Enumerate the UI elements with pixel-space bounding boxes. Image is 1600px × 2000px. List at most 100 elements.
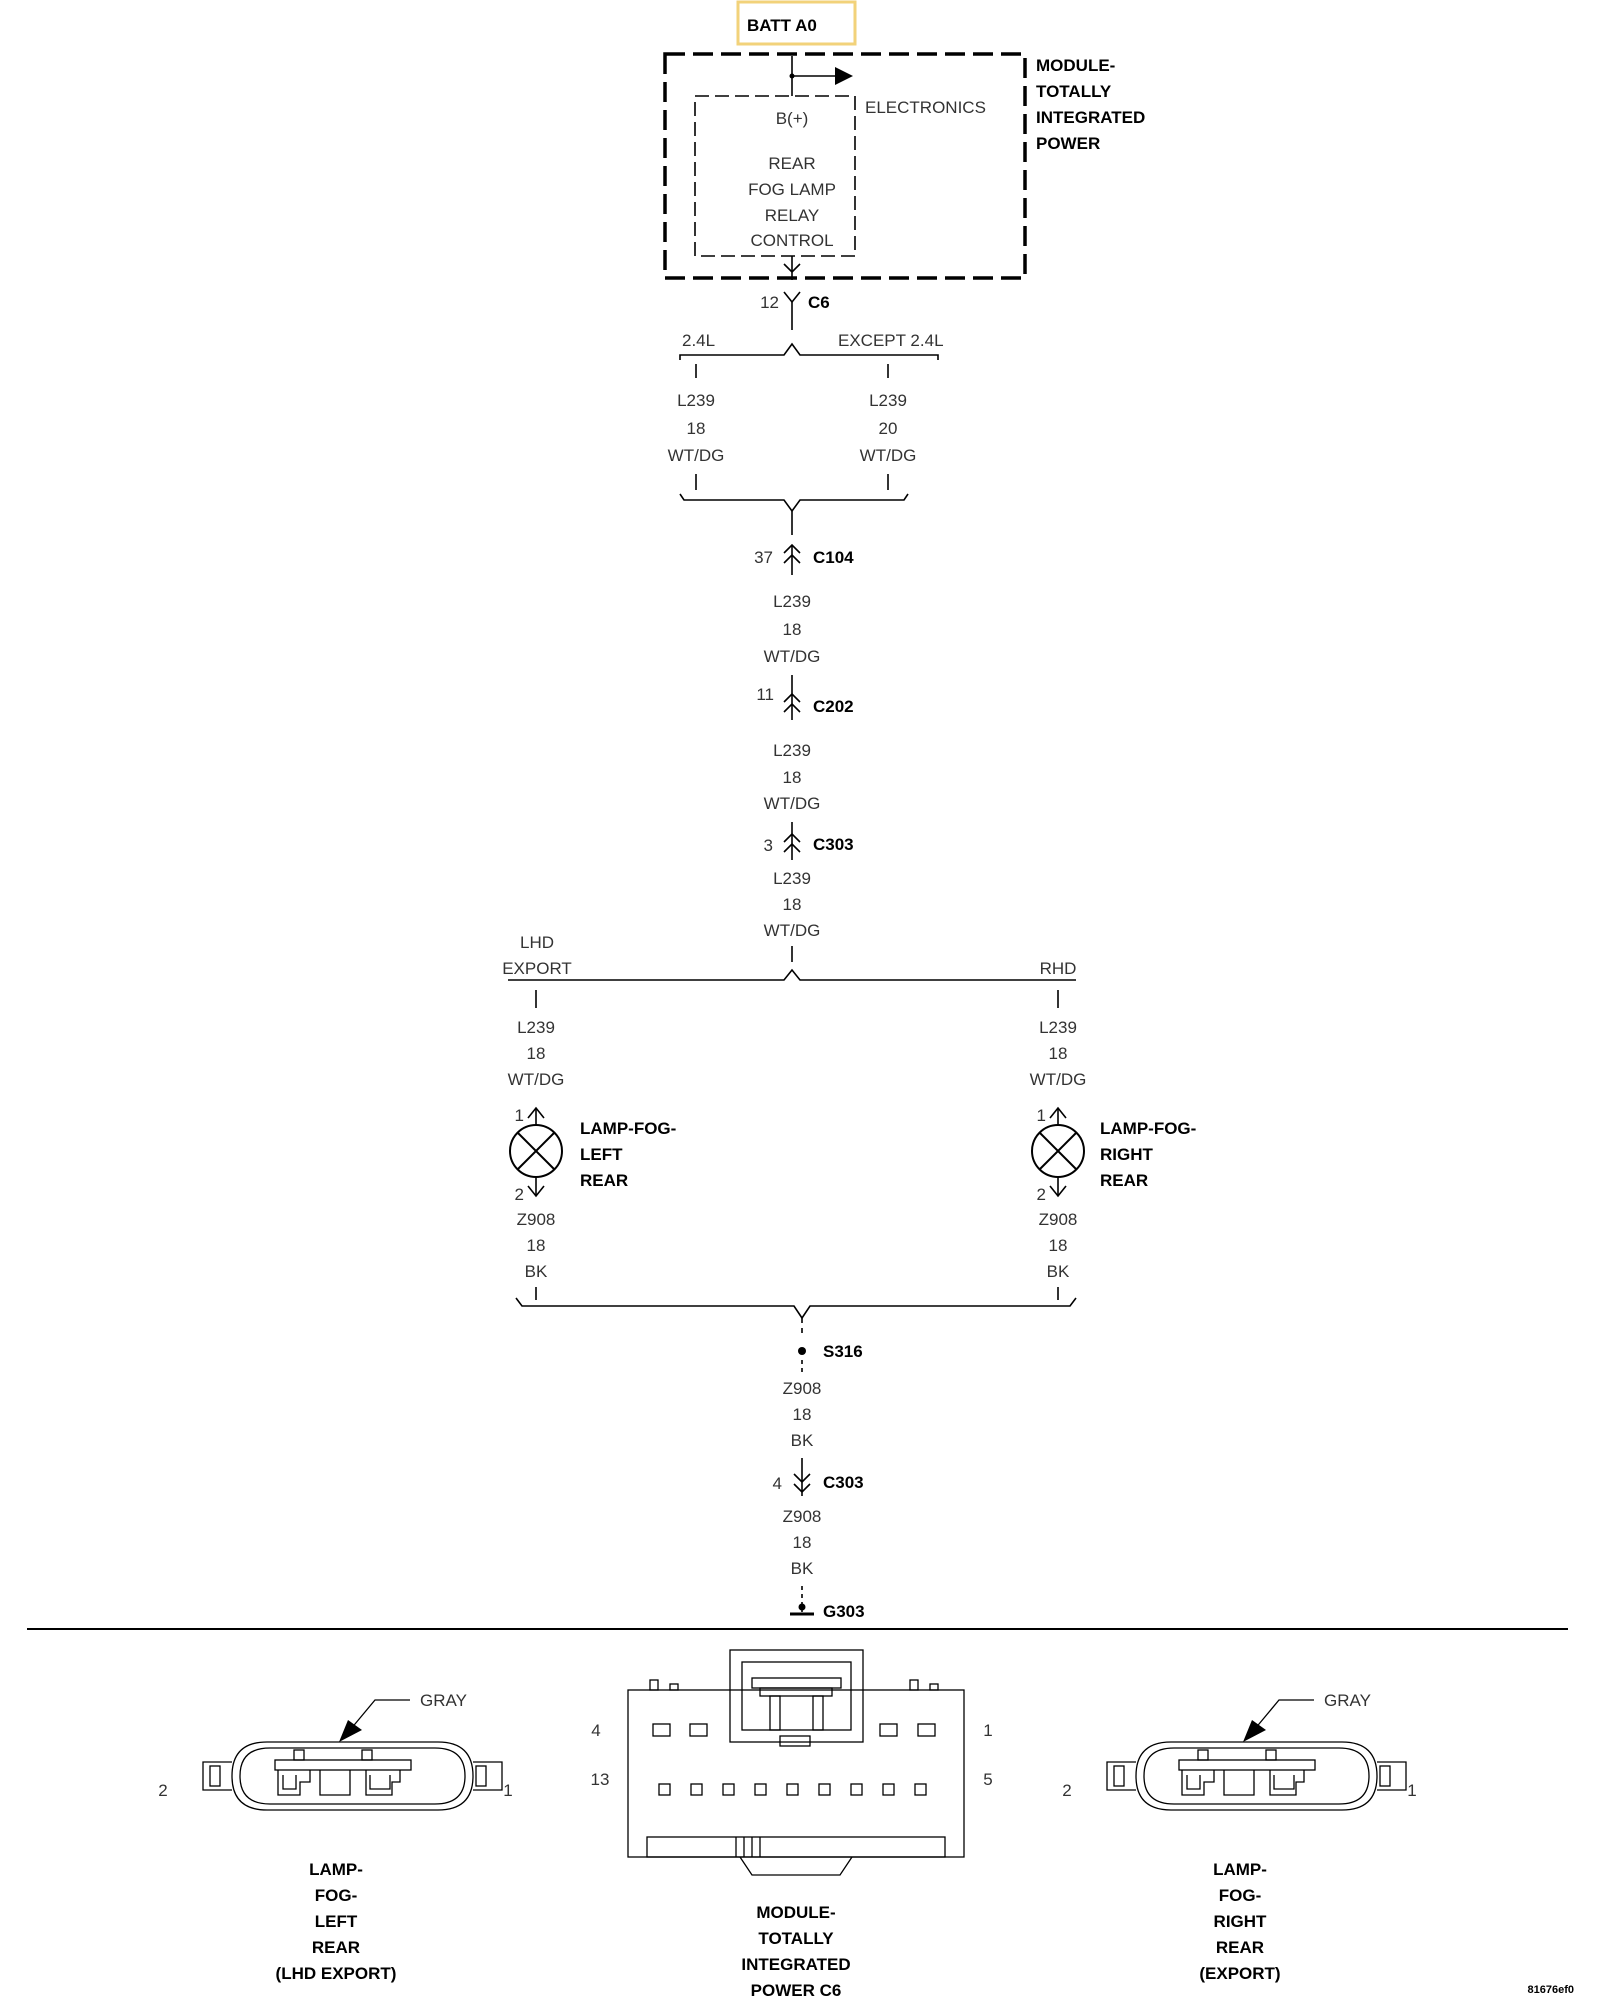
c303-bottom-pin: 4 bbox=[773, 1474, 782, 1493]
center-connector-label-line-3: INTEGRATED bbox=[741, 1955, 850, 1974]
c6-connector bbox=[783, 291, 801, 330]
top-branch-bracket bbox=[679, 342, 939, 360]
s316-splice-dot bbox=[798, 1347, 806, 1355]
module-title-line-2: TOTALLY bbox=[1036, 82, 1112, 101]
lamp-right-ground-code: Z908 bbox=[1039, 1210, 1078, 1229]
mid-right-wire-code: L239 bbox=[1039, 1018, 1077, 1037]
g303-label: G303 bbox=[823, 1602, 865, 1621]
right-connector-label-line-1: LAMP- bbox=[1213, 1860, 1267, 1879]
left-lamp-connector-view bbox=[202, 1699, 503, 1811]
wire-d-color: BK bbox=[791, 1431, 814, 1450]
lamp-right-symbol bbox=[1031, 1106, 1085, 1198]
c6-pin: 12 bbox=[760, 293, 779, 312]
control-line-1: REAR bbox=[768, 154, 815, 173]
top-right-wire-gauge: 20 bbox=[879, 419, 898, 438]
electronics-outline bbox=[694, 95, 856, 257]
control-line-2: FOG LAMP bbox=[748, 180, 836, 199]
lamp-right-label-line-2: RIGHT bbox=[1100, 1145, 1154, 1164]
mid-left-wire-color: WT/DG bbox=[508, 1070, 565, 1089]
ground-merge-bracket bbox=[515, 1287, 1077, 1338]
top-branch-left-label: 2.4L bbox=[682, 331, 715, 350]
batt-highlight-box bbox=[736, 0, 857, 46]
mid-right-wire-gauge: 18 bbox=[1049, 1044, 1068, 1063]
lamp-left-pin-top: 1 bbox=[515, 1106, 524, 1125]
mid-branch-bracket bbox=[508, 946, 1076, 981]
center-connector-pin-right-2: 5 bbox=[983, 1770, 992, 1789]
lamp-left-symbol bbox=[509, 1106, 563, 1198]
left-connector-pin-right: 1 bbox=[503, 1781, 512, 1800]
center-connector-pin-right-1: 1 bbox=[983, 1721, 992, 1740]
mid-left-label-line-2: EXPORT bbox=[502, 959, 572, 978]
c202-name: C202 bbox=[813, 697, 854, 716]
mid-right-label: RHD bbox=[1040, 959, 1077, 978]
wire-a-color: WT/DG bbox=[764, 647, 821, 666]
batt-label: BATT A0 bbox=[747, 16, 817, 35]
wire-e-gauge: 18 bbox=[793, 1533, 812, 1552]
mid-right-wire-color: WT/DG bbox=[1030, 1070, 1087, 1089]
right-connector-label-line-4: REAR bbox=[1216, 1938, 1264, 1957]
electronics-label: ELECTRONICS bbox=[865, 98, 986, 117]
left-connector-label-line-2: FOG- bbox=[315, 1886, 358, 1905]
top-merge-bracket bbox=[679, 493, 909, 535]
module-title-line-3: INTEGRATED bbox=[1036, 108, 1145, 127]
control-line-4: CONTROL bbox=[750, 231, 833, 250]
wire-e-code: Z908 bbox=[783, 1507, 822, 1526]
lamp-right-ground-gauge: 18 bbox=[1049, 1236, 1068, 1255]
c303-bottom-connector bbox=[793, 1458, 811, 1496]
wire-b-color: WT/DG bbox=[764, 794, 821, 813]
center-connector-pin-left-2: 13 bbox=[591, 1770, 610, 1789]
lamp-left-ground-gauge: 18 bbox=[527, 1236, 546, 1255]
lamp-left-ground-color: BK bbox=[525, 1262, 548, 1281]
c303-top-name: C303 bbox=[813, 835, 854, 854]
c104-pin: 37 bbox=[754, 548, 773, 567]
c6-name: C6 bbox=[808, 293, 830, 312]
right-connector-label-line-2: FOG- bbox=[1219, 1886, 1262, 1905]
left-connector-label-line-5: (LHD EXPORT) bbox=[276, 1964, 397, 1983]
right-lamp-connector-view bbox=[1106, 1699, 1407, 1811]
wire-d-code: Z908 bbox=[783, 1379, 822, 1398]
bplus-label: B(+) bbox=[776, 109, 809, 128]
c202-pin: 11 bbox=[756, 685, 774, 704]
lamp-right-pin-top: 1 bbox=[1037, 1106, 1046, 1125]
module-c6-connector-view bbox=[627, 1649, 965, 1876]
wire-d-gauge: 18 bbox=[793, 1405, 812, 1424]
top-left-wire-color: WT/DG bbox=[668, 446, 725, 465]
wire-a-code: L239 bbox=[773, 592, 811, 611]
c303-top-pin: 3 bbox=[764, 836, 773, 855]
mid-left-label-line-1: LHD bbox=[520, 933, 554, 952]
left-connector-label-line-4: REAR bbox=[312, 1938, 360, 1957]
wire-c-color: WT/DG bbox=[764, 921, 821, 940]
c104-name: C104 bbox=[813, 548, 854, 567]
figure-id: 81676ef0 bbox=[1528, 1984, 1575, 1996]
wire-c-code: L239 bbox=[773, 869, 811, 888]
wire-a-gauge: 18 bbox=[783, 620, 802, 639]
module-title-line-1: MODULE- bbox=[1036, 56, 1115, 75]
center-connector-label-line-4: POWER C6 bbox=[751, 1981, 842, 2000]
right-connector-label-line-3: RIGHT bbox=[1214, 1912, 1268, 1931]
lamp-left-label-line-3: REAR bbox=[580, 1171, 628, 1190]
module-title-line-4: POWER bbox=[1036, 134, 1100, 153]
top-branch-right-label: EXCEPT 2.4L bbox=[838, 331, 944, 350]
top-right-wire-code: L239 bbox=[869, 391, 907, 410]
wire-b-gauge: 18 bbox=[783, 768, 802, 787]
lamp-left-label-line-2: LEFT bbox=[580, 1145, 623, 1164]
lamp-left-ground-code: Z908 bbox=[517, 1210, 556, 1229]
module-outline bbox=[663, 52, 1027, 280]
top-left-wire-code: L239 bbox=[677, 391, 715, 410]
s316-label: S316 bbox=[823, 1342, 863, 1361]
left-connector-pin-left: 2 bbox=[158, 1781, 167, 1800]
lamp-right-label-line-1: LAMP-FOG- bbox=[1100, 1119, 1196, 1138]
center-connector-label-line-1: MODULE- bbox=[756, 1903, 835, 1922]
module-output-wire bbox=[783, 256, 801, 280]
lamp-left-label-line-1: LAMP-FOG- bbox=[580, 1119, 676, 1138]
lamp-right-label-line-3: REAR bbox=[1100, 1171, 1148, 1190]
lamp-left-pin-bottom: 2 bbox=[515, 1185, 524, 1204]
center-connector-pin-left-1: 4 bbox=[591, 1721, 600, 1740]
c202-connector bbox=[783, 675, 801, 720]
center-connector-label-line-2: TOTALLY bbox=[758, 1929, 834, 1948]
right-connector-pin-left: 2 bbox=[1062, 1781, 1071, 1800]
lamp-right-pin-bottom: 2 bbox=[1037, 1185, 1046, 1204]
control-line-3: RELAY bbox=[765, 206, 820, 225]
right-connector-label-line-5: (EXPORT) bbox=[1199, 1964, 1280, 1983]
